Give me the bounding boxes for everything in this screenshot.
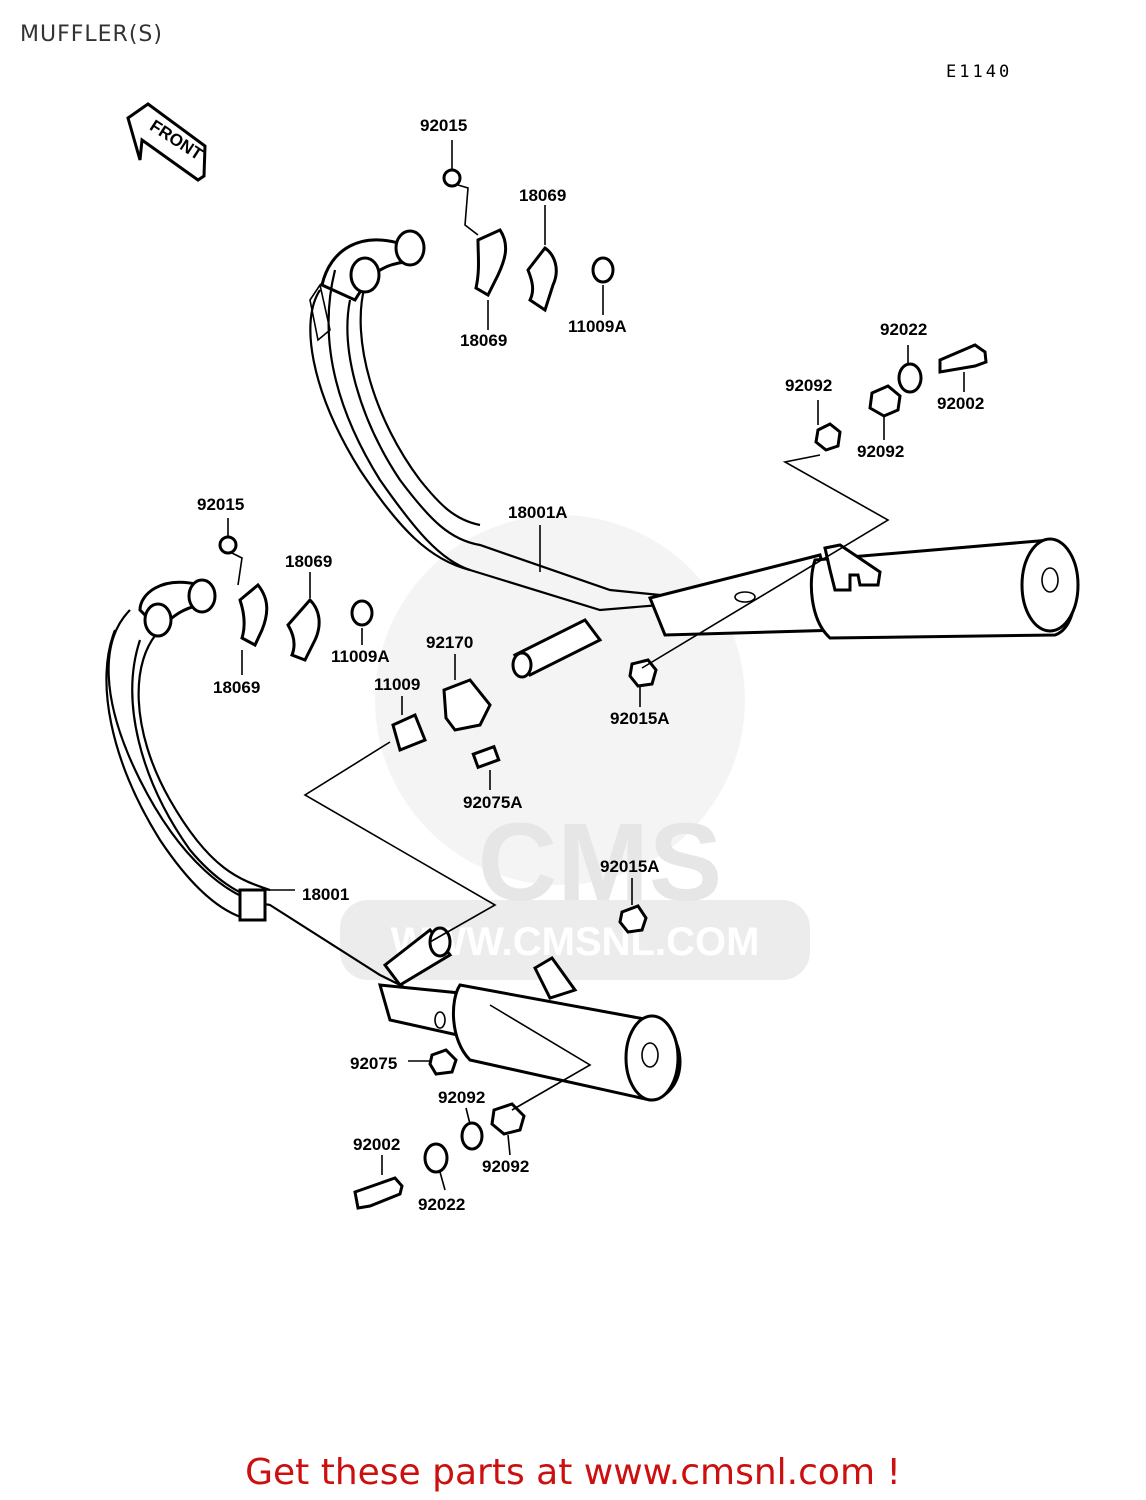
part-label: 92170 [426, 633, 473, 652]
part-label: 11009A [568, 317, 627, 336]
part-label: 18069 [285, 552, 332, 571]
part-label: 92022 [418, 1195, 465, 1214]
diagram-code: E1140 [946, 62, 1013, 82]
part-label: 92075 [350, 1054, 397, 1073]
part-label: 92092 [857, 442, 904, 461]
part-label: 92015A [600, 857, 660, 876]
part-label: 11009A [331, 647, 390, 666]
part-label: 18001A [508, 503, 568, 522]
part-label: 92075A [463, 793, 523, 812]
footer-promo-link[interactable]: Get these parts at www.cmsnl.com ! [245, 1452, 901, 1493]
part-label: 92092 [438, 1088, 485, 1107]
gasket-parts [218, 168, 988, 1210]
part-label: 11009 [374, 675, 420, 694]
part-label: 92015A [610, 709, 670, 728]
part-label: 92092 [785, 376, 832, 395]
part-label: 18069 [213, 678, 260, 697]
part-labels: 92015 18069 18069 11009A 92022 92092 920… [197, 116, 984, 1214]
part-label: 18069 [519, 186, 566, 205]
part-label: 18069 [460, 331, 507, 350]
part-label: 18001 [302, 885, 349, 904]
part-label: 92002 [937, 394, 984, 413]
part-label: 92015 [197, 495, 244, 514]
page-title: MUFFLER(S) [20, 22, 163, 47]
muffler-left-assembly [105, 578, 682, 1102]
watermark-brand: CMS [478, 801, 722, 924]
part-label: 92002 [353, 1135, 400, 1154]
leader-lines [227, 140, 965, 1191]
part-label: 92015 [420, 116, 467, 135]
part-label: 92022 [880, 320, 927, 339]
part-label: 92092 [482, 1157, 529, 1176]
muffler-right-assembly [309, 229, 1080, 679]
front-arrow-icon: FRONT [126, 102, 207, 182]
watermark-url: WWW.CMSNL.COM [391, 920, 760, 964]
